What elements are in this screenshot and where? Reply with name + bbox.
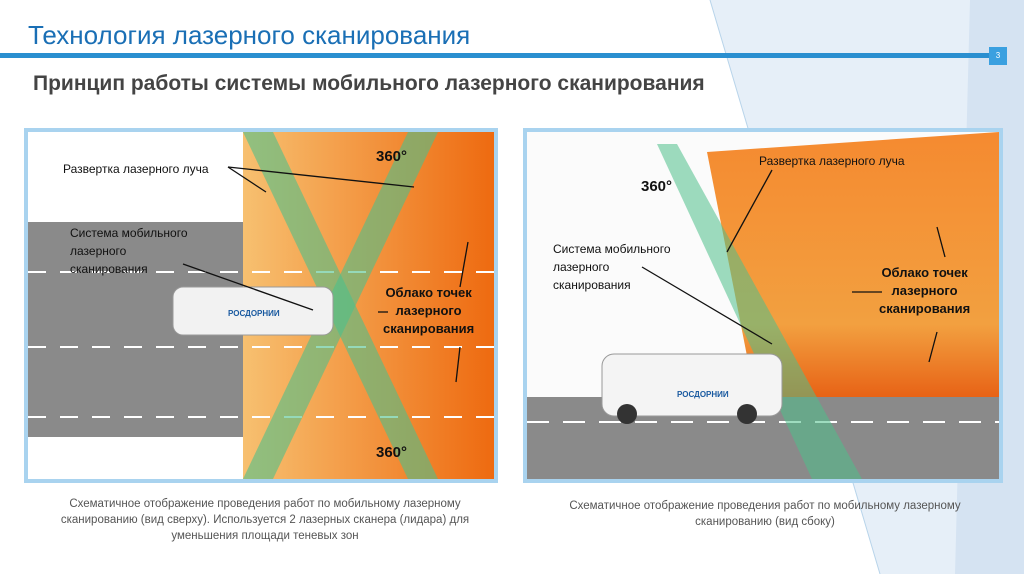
angle: 360° bbox=[641, 178, 673, 195]
beam-label: Развертка лазерного луча bbox=[759, 154, 905, 168]
vehicle-logo: РОСДОРНИИ bbox=[677, 390, 729, 399]
right-caption: Схематичное отображение проведения работ… bbox=[569, 500, 961, 528]
slide-subtitle: Принцип работы системы мобильного лазерн… bbox=[33, 72, 705, 95]
side-view-image: РОСДОРНИИ Развертка лазерного луча 360° … bbox=[523, 128, 1003, 483]
title-divider bbox=[0, 53, 992, 58]
page-number: 3 bbox=[989, 47, 1007, 65]
left-caption: Схематичное отображение проведения работ… bbox=[60, 498, 470, 542]
beam-label: Развертка лазерного луча bbox=[63, 162, 209, 176]
page-title: Технология лазерного сканирования bbox=[28, 20, 471, 50]
vehicle-logo: РОСДОРНИИ bbox=[228, 309, 280, 318]
angle-top: 360° bbox=[376, 148, 408, 165]
top-view-image: РОСДОРНИИ Развертка лазерного луча Систе… bbox=[24, 128, 498, 483]
angle-bottom: 360° bbox=[376, 444, 408, 461]
